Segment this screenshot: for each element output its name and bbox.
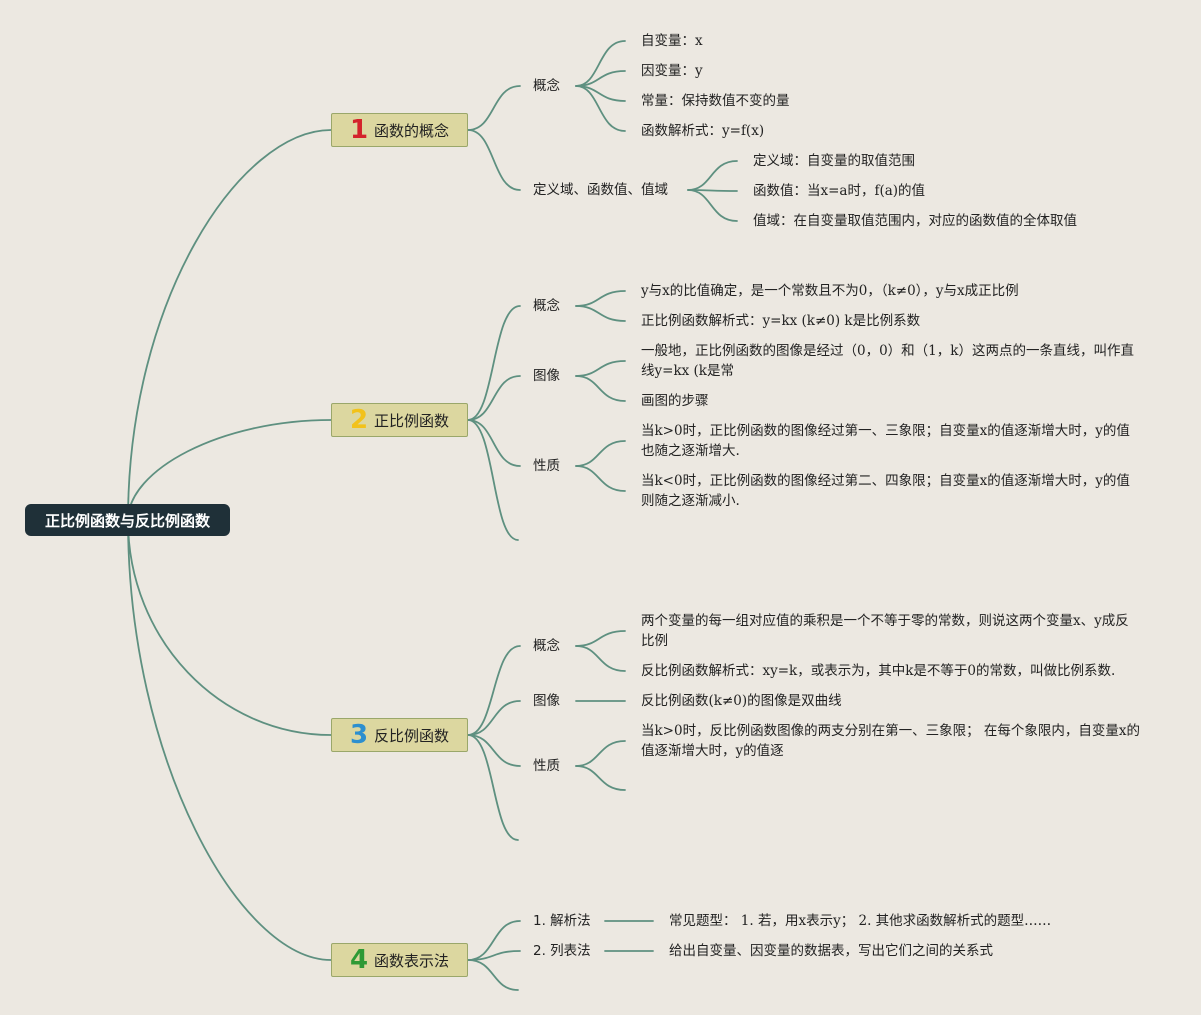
subtopic-b2-graph[interactable]: 图像 (533, 368, 560, 384)
leaf-b3-property-k-positive[interactable]: 当k>0时，反比例函数图像的两支分别在第一、三象限； 在每个象限内，自变量x的值… (641, 723, 1140, 759)
leaf-b2-graph-description[interactable]: 一般地，正比例函数的图像是经过（0，0）和（1，k）这两点的一条直线，叫作直线y… (641, 343, 1134, 379)
subtopic-b3-properties[interactable]: 性质 (533, 758, 560, 774)
subtopic-b4-analytic-method[interactable]: 1. 解析法 (533, 913, 591, 929)
subtopic-b1-concept[interactable]: 概念 (533, 78, 560, 94)
subtopic-b4-table-method[interactable]: 2. 列表法 (533, 943, 591, 959)
branch-label: 函数表示法 (374, 951, 450, 970)
branch-label: 反比例函数 (374, 726, 450, 745)
branch-direct-proportion[interactable]: 2 正比例函数 (331, 403, 468, 437)
leaf-range[interactable]: 值域：在自变量取值范围内，对应的函数值的全体取值 (753, 213, 1077, 229)
connector-root-branch4 (127, 519, 332, 961)
number-4-icon: 4 (349, 945, 369, 975)
connector-root-branch3 (127, 519, 332, 736)
connector-b1-domain (467, 129, 521, 191)
leaf-function-expression[interactable]: 函数解析式：y=f(x) (641, 123, 765, 139)
branch-function-representation[interactable]: 4 函数表示法 (331, 943, 468, 977)
number-3-icon: 3 (349, 720, 369, 750)
leaf-b2-expression[interactable]: 正比例函数解析式：y=kx (k≠0) k是比例系数 (641, 313, 921, 329)
number-2-icon: 2 (349, 405, 369, 435)
root-topic[interactable]: 正比例函数与反比例函数 (25, 504, 230, 536)
leaf-b3-concept-definition[interactable]: 两个变量的每一组对应值的乘积是一个不等于零的常数，则说这两个变量x、y成反比例 (641, 613, 1129, 649)
branch-function-concept[interactable]: 1 函数的概念 (331, 113, 468, 147)
subtopic-b2-properties[interactable]: 性质 (533, 458, 560, 474)
leaf-function-value[interactable]: 函数值：当x=a时，f(a)的值 (753, 183, 926, 199)
leaf-independent-variable[interactable]: 自变量：x (641, 33, 703, 49)
leaf-b2-concept-definition[interactable]: y与x的比值确定，是一个常数且不为0，（k≠0），y与x成正比例 (641, 283, 1019, 299)
subtopic-b2-concept[interactable]: 概念 (533, 298, 560, 314)
branch-label: 正比例函数 (374, 411, 450, 430)
connector-b1-concept (467, 85, 521, 131)
branch-label: 函数的概念 (374, 121, 450, 140)
leaf-b4-common-question-types[interactable]: 常见题型： 1. 若，用x表示y； 2. 其他求函数解析式的题型…… (669, 913, 1052, 929)
leaf-b2-drawing-steps[interactable]: 画图的步骤 (641, 393, 709, 409)
leaf-dependent-variable[interactable]: 因变量：y (641, 63, 703, 79)
leaf-b2-property-k-negative[interactable]: 当k<0时，正比例函数的图像经过第二、四象限；自变量x的值逐渐增大时，y的值则随… (641, 473, 1130, 509)
leaf-constant[interactable]: 常量：保持数值不变的量 (641, 93, 790, 109)
connector-root-branch1 (127, 129, 332, 521)
leaf-b4-table-description[interactable]: 给出自变量、因变量的数据表，写出它们之间的关系式 (669, 943, 993, 959)
leaf-b3-expression[interactable]: 反比例函数解析式：xy=k，或表示为，其中k是不等于0的常数，叫做比例系数. (641, 663, 1116, 679)
leaf-domain[interactable]: 定义域：自变量的取值范围 (753, 153, 915, 169)
subtopic-b1-domain-range[interactable]: 定义域、函数值、值域 (533, 182, 668, 198)
connector-root-branch2 (127, 419, 332, 521)
leaf-b2-property-k-positive[interactable]: 当k>0时，正比例函数的图像经过第一、三象限；自变量x的值逐渐增大时，y的值也随… (641, 423, 1130, 459)
subtopic-b3-graph[interactable]: 图像 (533, 693, 560, 709)
subtopic-b3-concept[interactable]: 概念 (533, 638, 560, 654)
number-1-icon: 1 (349, 115, 369, 145)
leaf-b3-graph-hyperbola[interactable]: 反比例函数(k≠0)的图像是双曲线 (641, 693, 842, 709)
branch-inverse-proportion[interactable]: 3 反比例函数 (331, 718, 468, 752)
